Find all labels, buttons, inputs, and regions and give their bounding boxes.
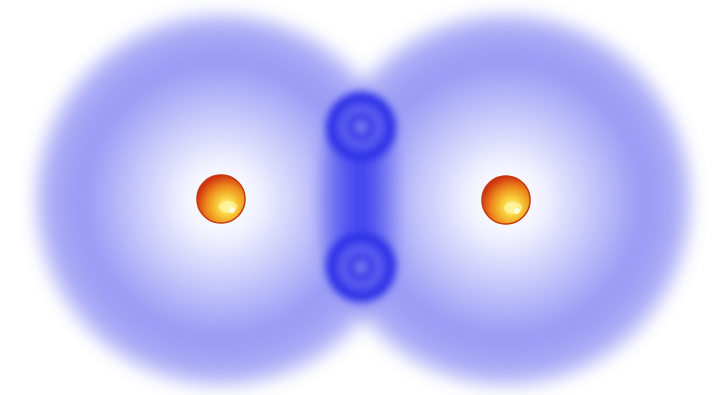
shared-electron-pair — [321, 87, 401, 307]
nucleus-icon — [196, 174, 246, 224]
electron-icon — [321, 87, 401, 167]
nucleus-icon — [481, 175, 531, 225]
electron-icon — [321, 227, 401, 307]
